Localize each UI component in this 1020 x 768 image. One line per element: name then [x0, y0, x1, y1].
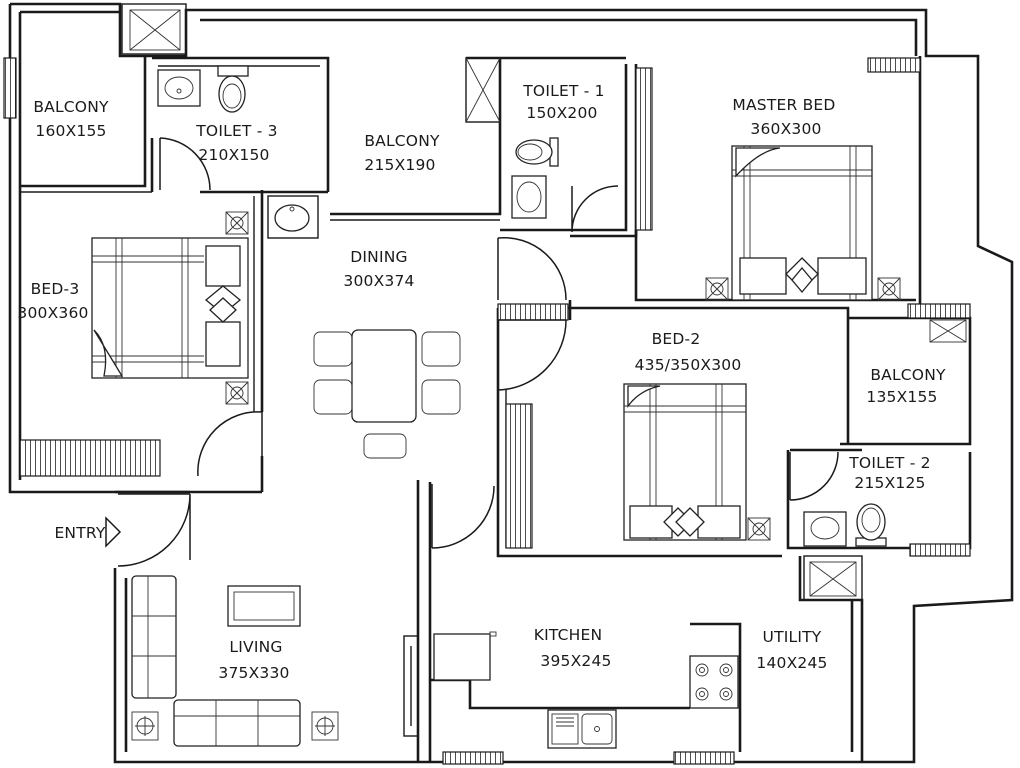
bed-2-name: BED-2 [652, 330, 701, 348]
dining-table-set [313, 329, 461, 459]
bed-3-bed [91, 237, 249, 379]
living-name: LIVING [229, 638, 282, 656]
balcony-1-name: BALCONY [33, 98, 109, 116]
bed-2-size: 435/350X300 [635, 356, 742, 374]
toilet-3-name: TOILET - 3 [195, 122, 277, 140]
dining-size: 300X374 [343, 272, 414, 290]
kitchen-size: 395X245 [540, 652, 611, 670]
doors [117, 137, 839, 567]
window-hatches [3, 57, 971, 765]
master-bed [731, 145, 873, 301]
duct-shafts [121, 3, 967, 601]
dining-name: DINING [350, 248, 407, 266]
master-bed-name: MASTER BED [732, 96, 835, 114]
room-labels: BALCONY 160X155 TOILET - 3 210X150 BALCO… [17, 82, 946, 682]
living-furniture [131, 575, 339, 747]
balcony-1-size: 160X155 [35, 122, 106, 140]
entry-arrow-icon [105, 516, 122, 548]
bed-2-bed [623, 383, 747, 541]
balcony-2-size: 215X190 [364, 156, 435, 174]
outer-walls [8, 2, 1014, 764]
bed-3-size: 300X360 [17, 304, 88, 322]
toilet-1-size: 150X200 [526, 104, 597, 122]
master-bed-size: 360X300 [750, 120, 821, 138]
kitchen-name: KITCHEN [534, 626, 603, 644]
toilet-3-size: 210X150 [198, 146, 269, 164]
balcony-2-name: BALCONY [364, 132, 440, 150]
toilet-2-name: TOILET - 2 [848, 454, 930, 472]
balcony-3-size: 135X155 [866, 388, 937, 406]
living-size: 375X330 [218, 664, 289, 682]
toilet-2-size: 215X125 [854, 474, 925, 492]
entry-label: ENTRY [54, 524, 105, 542]
utility-name: UTILITY [763, 628, 822, 646]
utility-size: 140X245 [756, 654, 827, 672]
inner-walls [20, 56, 972, 762]
balcony-3-name: BALCONY [870, 366, 946, 384]
toilet-fixtures [157, 65, 887, 547]
kitchen-fixtures [433, 631, 739, 749]
bed-3-name: BED-3 [31, 280, 80, 298]
toilet-1-name: TOILET - 1 [522, 82, 604, 100]
